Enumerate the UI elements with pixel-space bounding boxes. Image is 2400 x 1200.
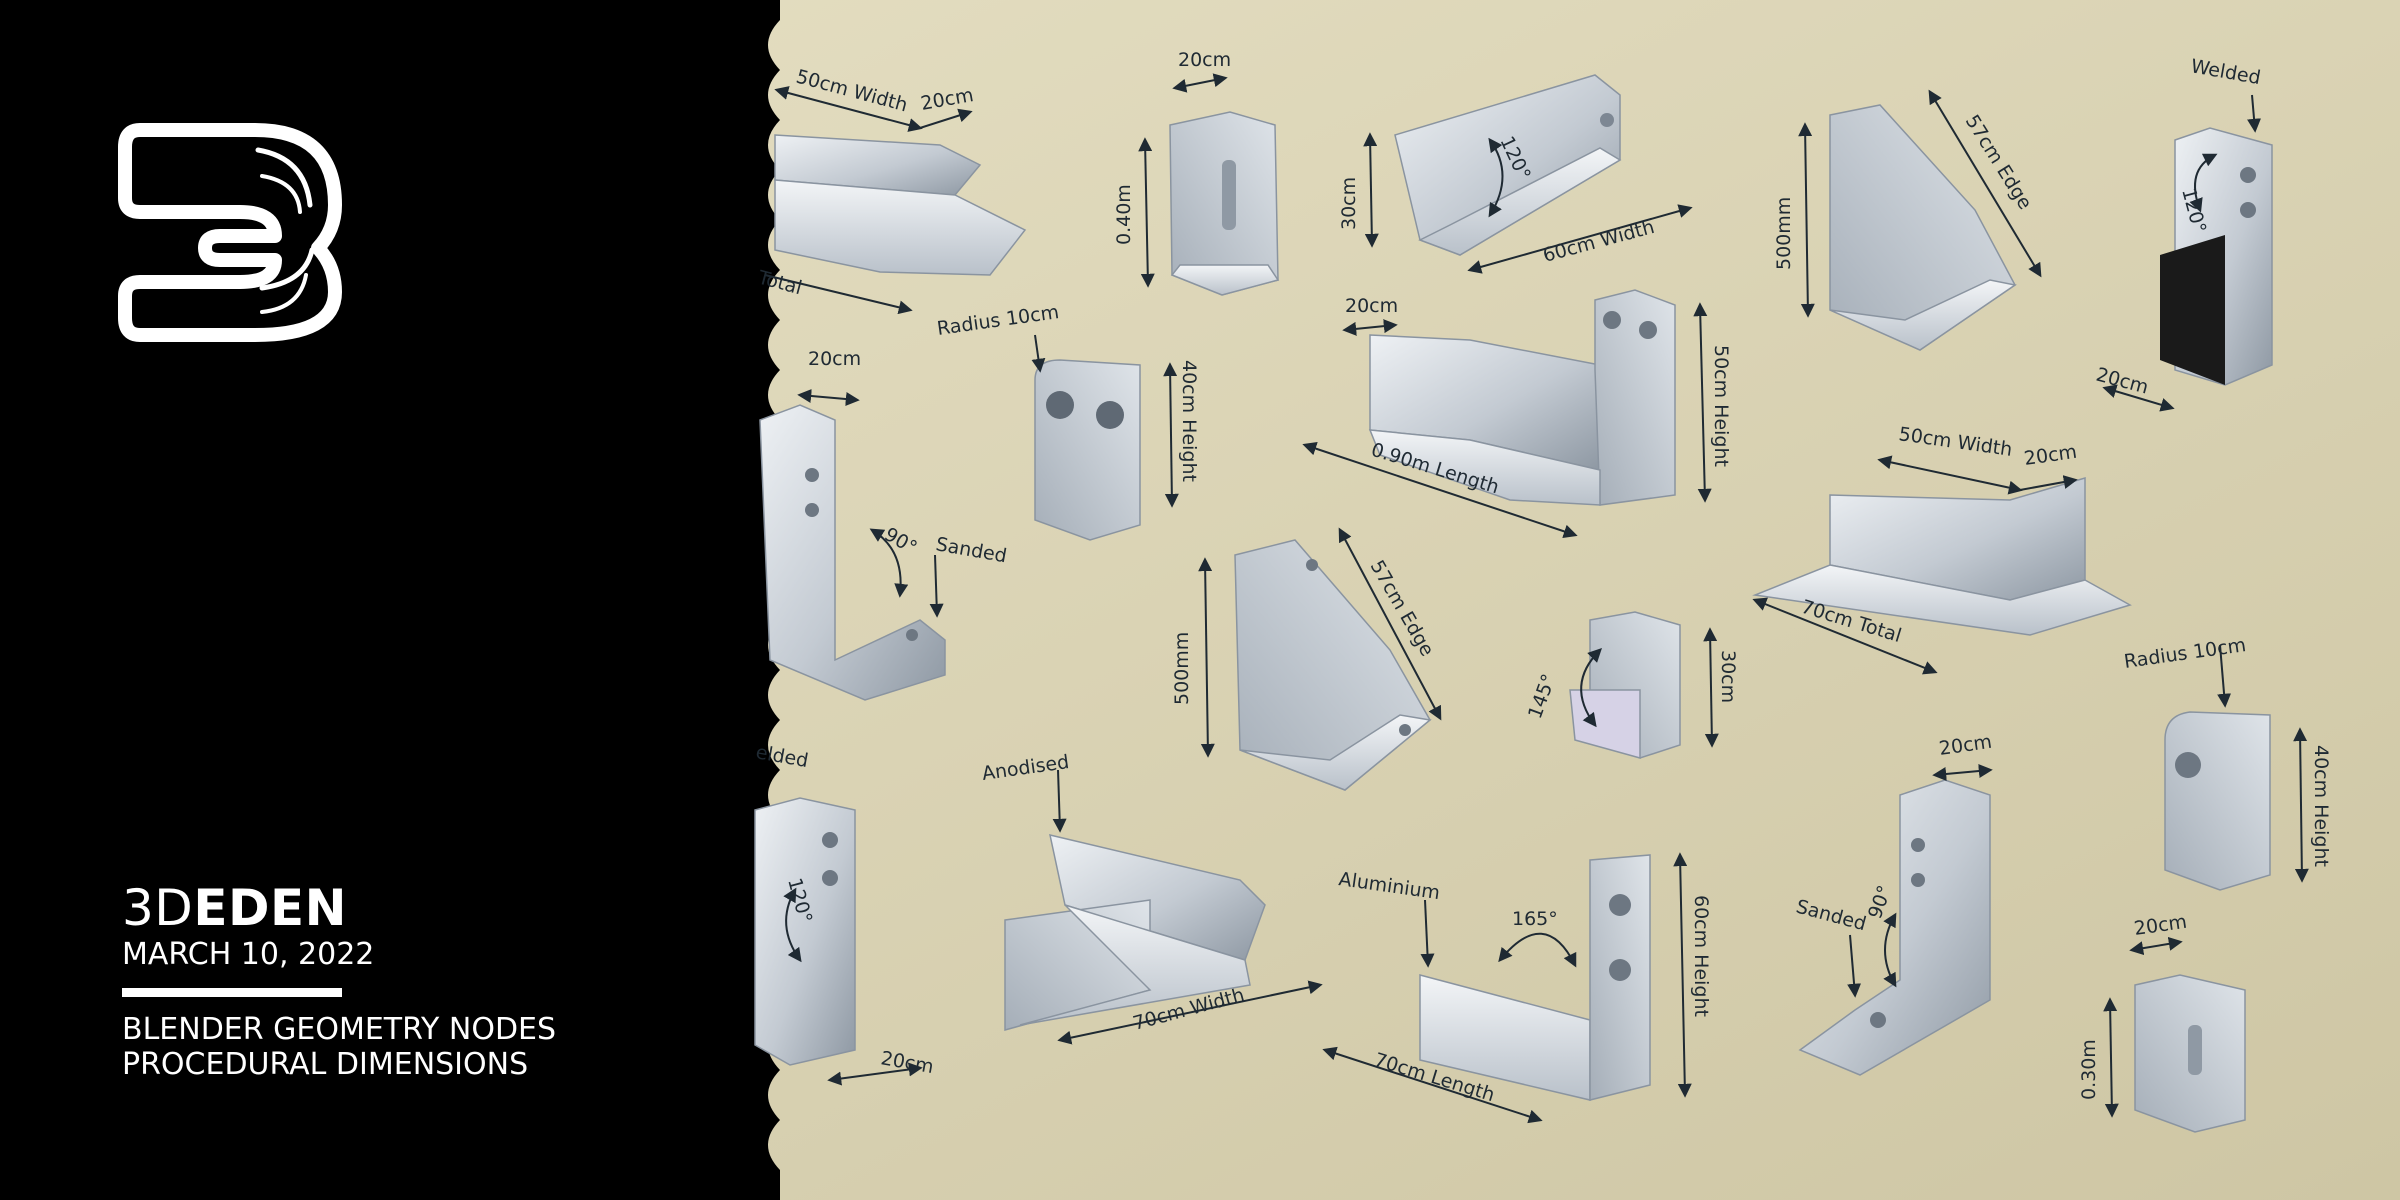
bracket-1	[774, 134, 1027, 276]
bracket-4	[1829, 104, 2017, 351]
dimension-label: 165°	[1512, 908, 1558, 930]
dimension-label: 30cm	[1338, 177, 1360, 230]
dimension-label: 0.40m	[1113, 184, 1135, 245]
brand-name-light: 3D	[122, 879, 194, 937]
brand-divider	[122, 988, 342, 997]
brand-name-bold: EDEN	[193, 879, 347, 937]
dimension-label: 20cm	[1178, 49, 1231, 71]
dimension-lines	[764, 73, 2309, 1124]
bracket-13	[754, 797, 856, 1066]
dimension-label: 500mm	[1171, 632, 1193, 705]
dimension-label: 40cm Height	[1178, 360, 1200, 482]
bracket-9	[1752, 476, 2132, 636]
subtitle-line-1: BLENDER GEOMETRY NODES	[122, 1012, 557, 1047]
brand-name: 3DEDEN	[122, 883, 347, 933]
dimension-label: 30cm	[1717, 650, 1739, 703]
dimension-label: 60cm Height	[1690, 895, 1712, 1017]
bracket-16	[1798, 779, 1991, 1076]
dimension-label: 20cm	[808, 348, 861, 370]
bracket-17	[2134, 974, 2246, 1133]
3d-eden-logo-icon	[118, 123, 342, 342]
dimension-label: 0.30m	[2078, 1039, 2100, 1100]
release-date: MARCH 10, 2022	[122, 937, 375, 972]
bracket-12	[2164, 711, 2271, 891]
dimension-label: 20cm	[1345, 295, 1398, 317]
dimension-label: 50cm Height	[1710, 345, 1732, 467]
subtitle-line-2: PROCEDURAL DIMENSIONS	[122, 1047, 529, 1082]
bracket-5	[2160, 127, 2273, 386]
left-panel	[0, 0, 780, 1200]
dimension-label: 500mm	[1773, 197, 1795, 270]
bracket-6	[1034, 359, 1141, 541]
bracket-8	[759, 404, 946, 701]
dimension-label: 40cm Height	[2310, 745, 2332, 867]
bracket-2	[1169, 111, 1280, 296]
